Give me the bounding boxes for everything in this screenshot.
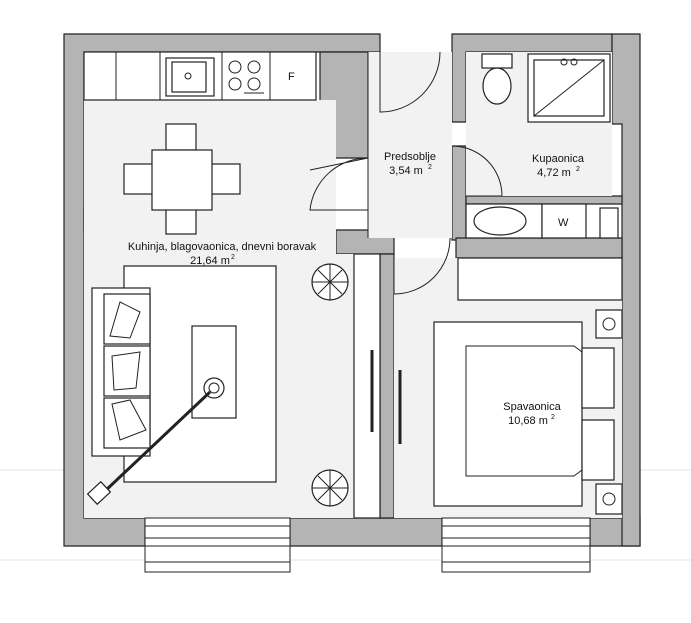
shower-icon [527,53,611,123]
bath-area: 4,72 m [537,167,571,179]
dining-table [123,123,241,235]
stove-icon [228,60,264,94]
living-room-area: 21,64 m [190,255,230,267]
living-area [86,265,277,506]
bath-unit-sup: 2 [576,166,580,173]
windows [144,517,591,573]
room-labels: Kuhinja, blagovaonica, dnevni boravak 21… [128,151,585,427]
cabinet [599,207,619,239]
washer-label: W [558,217,569,229]
bed [433,321,615,507]
bedroom-area: 10,68 m [508,415,548,427]
bedroom-furniture [433,257,623,515]
tv [353,253,402,519]
bathroom-fixtures: W [465,53,611,239]
plant-icon [311,263,349,301]
toilet-icon [481,53,513,105]
doors [309,51,503,295]
wardrobe [457,257,623,301]
bath-name: Kupaonica [532,153,585,165]
floor-lamp [86,377,225,506]
bedroom-name: Spavaonica [503,401,561,413]
sink-icon [165,57,215,97]
plant-icon [311,469,349,507]
window-living [144,517,291,573]
hall-name: Predsoblje [384,151,436,163]
hall-area: 3,54 m [389,165,423,177]
living-room-unit-sup: 2 [231,254,235,261]
fridge-label: F [288,71,295,83]
living-room-name: Kuhinja, blagovaonica, dnevni boravak [128,241,317,253]
kitchen-counter: F [83,51,317,101]
washbasin-icon [465,203,543,239]
bedroom-unit-sup: 2 [551,414,555,421]
sofa [91,287,151,457]
window-bedroom [441,517,591,573]
hall-unit-sup: 2 [428,164,432,171]
